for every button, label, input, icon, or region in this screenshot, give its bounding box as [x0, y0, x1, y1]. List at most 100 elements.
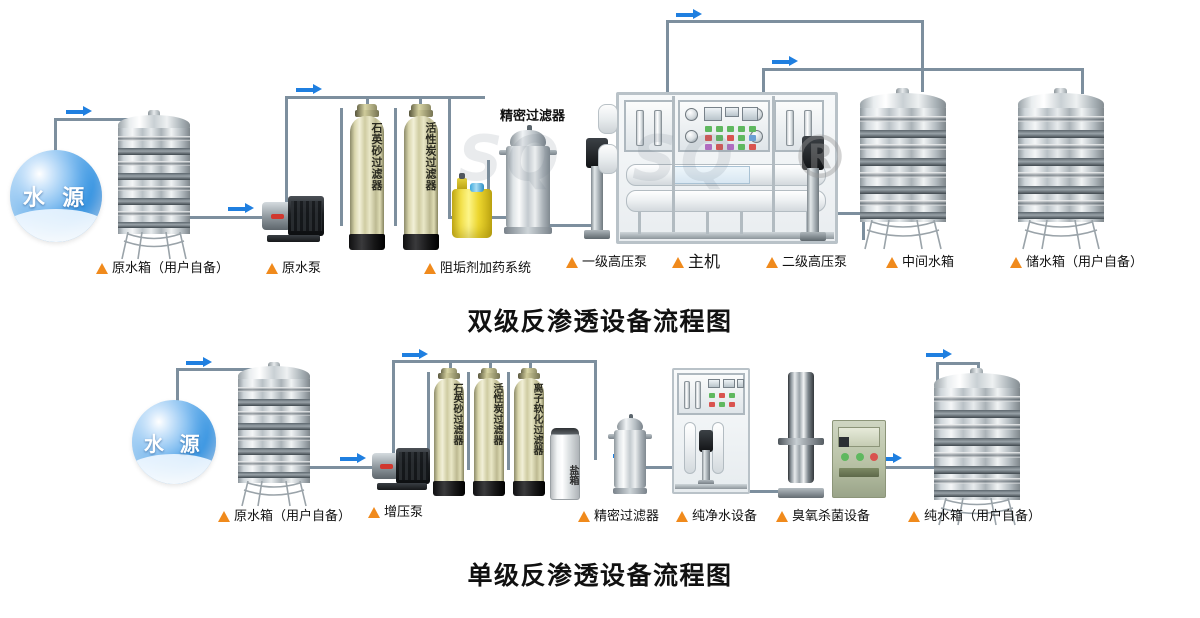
control-button[interactable]: [749, 135, 756, 141]
water-source-badge-1: 水 源: [10, 150, 102, 242]
control-button[interactable]: [729, 393, 735, 398]
ozone-sterilizer: [778, 372, 824, 498]
label-pure-water-tank: 纯水箱（用户自备）: [908, 510, 1041, 523]
water-source-text: 水 源: [143, 431, 205, 456]
pipe-skid-out-riser: [666, 20, 669, 98]
ro-membrane-vessel-small: [684, 422, 696, 474]
control-button[interactable]: [719, 393, 725, 398]
quartz-sand-filter-1: 石英砂过滤器: [349, 104, 385, 250]
pipe-top-long-2: [762, 68, 1084, 71]
control-button[interactable]: [709, 393, 715, 398]
brand-ghost-watermark: SQ: [632, 122, 737, 195]
valve2-soft-side[interactable]: [504, 440, 513, 455]
pipe2-to-cart-riser: [594, 360, 597, 398]
label-marker-icon: [424, 263, 436, 274]
control-button[interactable]: [727, 135, 734, 141]
registered-trademark-watermark: ®: [790, 123, 850, 193]
control-button[interactable]: [729, 402, 735, 407]
flow-arrow2-6: [926, 349, 952, 360]
vessel-label: 活性炭过滤器: [491, 383, 502, 446]
pipe-top-long: [666, 20, 924, 23]
quartz-sand-filter-2: 石英砂过滤器: [433, 368, 465, 496]
vessel-label: 活性炭过滤器: [424, 121, 437, 191]
pipe-carbon-side: [394, 108, 397, 226]
raw-water-pump: [262, 196, 324, 242]
raw-water-tank-1: [118, 110, 190, 260]
control-button[interactable]: [749, 126, 756, 132]
pipe2-puretank-top: [936, 362, 980, 365]
label-marker-icon: [676, 511, 688, 522]
valve2-header[interactable]: [392, 356, 407, 365]
ro-main-unit-skid: [616, 92, 838, 244]
cabinet-button[interactable]: [841, 452, 850, 461]
control-button[interactable]: [738, 144, 745, 150]
valve-hp1-inlet[interactable]: [566, 220, 581, 229]
pipe-cart-inlet-v: [487, 160, 490, 216]
ozone-control-cabinet[interactable]: [832, 420, 886, 498]
digital-meter-2: [725, 107, 739, 117]
storage-water-tank: [1018, 88, 1104, 250]
control-button[interactable]: [705, 144, 712, 150]
label-second-stage-hp-pump: 二级高压泵: [766, 256, 847, 269]
valve-header-1[interactable]: [455, 92, 470, 101]
salt-tank: 盐箱: [550, 428, 580, 500]
tank-dome: [118, 115, 190, 131]
control-button[interactable]: [716, 144, 723, 150]
pipe2-ro-to-ozone: [746, 490, 792, 493]
control-button[interactable]: [716, 126, 723, 132]
control-button[interactable]: [716, 135, 723, 141]
label-storage-tank: 储水箱（用户自备）: [1010, 256, 1143, 269]
label-marker-icon: [672, 256, 684, 268]
flow-arrow-2: [228, 203, 254, 214]
pipe2-cart-drop: [594, 398, 597, 460]
pipe-hp2-riser: [762, 68, 765, 108]
label-raw-water-tank-2: 原水箱（用户自备）: [218, 510, 351, 523]
valve2-booster-inlet[interactable]: [320, 462, 335, 471]
skid2-control-panel[interactable]: [677, 373, 745, 415]
flow-arrow-3: [296, 84, 322, 95]
valve-raw-pump-inlet[interactable]: [208, 212, 223, 221]
pipe2-ozone-to-tank: [862, 466, 954, 469]
pipe-pump-riser: [285, 96, 288, 202]
label-marker-icon: [96, 263, 108, 274]
digital-meter: [723, 379, 735, 388]
label-main-unit: 主机: [672, 254, 720, 270]
valve2-carbon-side[interactable]: [464, 440, 473, 455]
digital-meter: [737, 379, 744, 388]
control-button[interactable]: [719, 402, 725, 407]
pipe2-soft-side: [507, 372, 510, 470]
control-button[interactable]: [709, 402, 715, 407]
antiscalant-dosing-system: [452, 172, 492, 238]
valve-carbon-side[interactable]: [391, 188, 400, 203]
valve2-ro-inlet[interactable]: [655, 462, 670, 471]
digital-meter-3: [742, 107, 758, 121]
label-intermediate-tank: 中间水箱: [886, 256, 954, 269]
diagram-single-stage-ro: 水 源: [0, 340, 1200, 540]
pipe2-source-to-tank: [176, 368, 264, 371]
pure-water-equipment-skid: [672, 368, 750, 494]
raw-water-tank-2: [238, 362, 310, 507]
brand-ghost-watermark: SQ: [458, 122, 563, 195]
cabinet-button[interactable]: [855, 452, 864, 461]
control-button[interactable]: [738, 126, 745, 132]
pipe-dose-riser: [448, 96, 451, 216]
cabinet-button[interactable]: [870, 452, 879, 461]
control-button[interactable]: [727, 144, 734, 150]
valve-sand-side[interactable]: [337, 188, 346, 203]
pipe2-sand-inlet: [449, 360, 452, 372]
pipe-source-riser: [54, 118, 57, 166]
control-button[interactable]: [705, 135, 712, 141]
skid-control-panel[interactable]: [678, 100, 770, 152]
control-button[interactable]: [705, 126, 712, 132]
control-button[interactable]: [727, 126, 734, 132]
pipe2-sand-side: [427, 372, 430, 470]
control-button[interactable]: [749, 144, 756, 150]
pipe-carbon-inlet: [419, 96, 422, 108]
pipe-sand-inlet: [366, 96, 369, 108]
pipe-midtank-out-v: [862, 212, 865, 240]
activated-carbon-filter-2: 活性炭过滤器: [473, 368, 505, 496]
pipe-cart-to-hp1: [548, 224, 600, 227]
pipe2-cart-to-ro: [640, 466, 684, 469]
diagram-two-stage-ro: 水 源: [0, 0, 1200, 300]
control-button[interactable]: [738, 135, 745, 141]
